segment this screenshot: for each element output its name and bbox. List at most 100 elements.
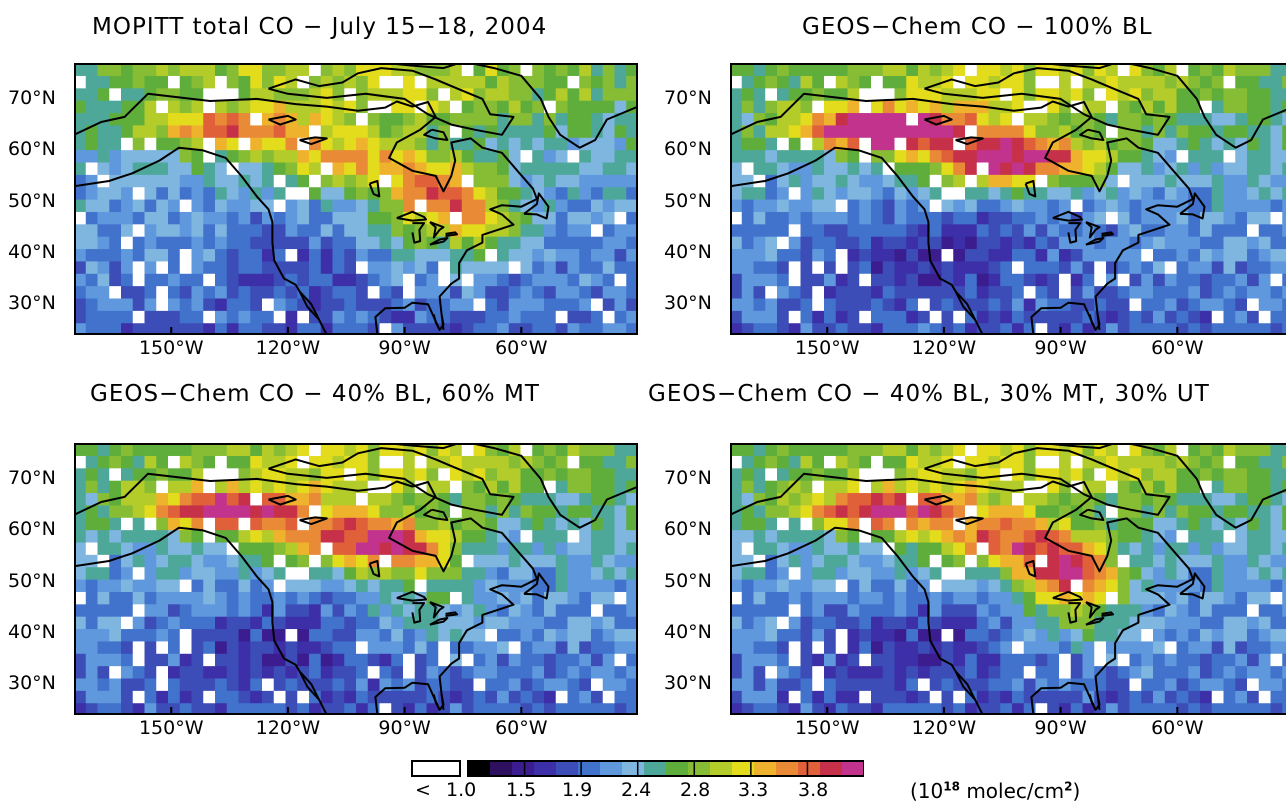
grid-cell bbox=[777, 443, 790, 456]
grid-cell bbox=[109, 541, 122, 555]
grid-cell bbox=[344, 566, 357, 580]
grid-cell bbox=[859, 63, 872, 76]
grid-cell bbox=[97, 541, 110, 555]
grid-cell bbox=[144, 75, 157, 89]
grid-cell bbox=[461, 260, 475, 274]
grid-cell bbox=[1282, 665, 1286, 679]
grid-cell bbox=[894, 504, 907, 518]
grid-cell bbox=[765, 149, 778, 163]
grid-cell bbox=[602, 628, 616, 642]
grid-cell bbox=[1247, 75, 1260, 89]
grid-cell bbox=[1070, 260, 1084, 274]
grid-cell bbox=[1047, 554, 1060, 568]
grid-cell bbox=[426, 322, 439, 335]
grid-cell bbox=[1129, 297, 1142, 311]
grid-cell bbox=[929, 517, 943, 531]
grid-cell bbox=[906, 87, 919, 101]
grid-cell bbox=[626, 285, 638, 299]
grid-cell bbox=[929, 199, 943, 212]
grid-cell bbox=[532, 603, 545, 617]
grid-cell bbox=[426, 579, 439, 592]
grid-cell bbox=[1258, 591, 1272, 605]
grid-cell bbox=[835, 149, 849, 163]
grid-cell bbox=[144, 310, 157, 324]
grid-cell bbox=[532, 124, 545, 138]
grid-cell bbox=[602, 541, 616, 555]
grid-cell bbox=[356, 455, 369, 469]
grid-cell bbox=[520, 161, 533, 175]
grid-cell bbox=[332, 223, 345, 237]
grid-cell bbox=[508, 640, 522, 654]
grid-cell bbox=[1094, 199, 1107, 212]
grid-cell bbox=[1176, 100, 1189, 114]
grid-cell bbox=[168, 273, 181, 287]
grid-cell bbox=[1164, 653, 1178, 667]
grid-cell bbox=[226, 443, 240, 456]
grid-cell bbox=[567, 480, 580, 494]
grid-cell bbox=[965, 161, 978, 175]
grid-cell bbox=[485, 529, 498, 543]
grid-cell bbox=[473, 199, 486, 212]
grid-cell bbox=[1223, 199, 1236, 212]
grid-cell bbox=[1188, 504, 1201, 518]
grid-cell bbox=[532, 100, 545, 114]
grid-cell bbox=[812, 467, 825, 481]
grid-cell bbox=[567, 467, 580, 481]
grid-cell bbox=[391, 640, 404, 654]
grid-cell bbox=[297, 63, 310, 76]
grid-cell bbox=[168, 137, 181, 151]
lat-label: 60°N bbox=[8, 138, 56, 161]
grid-cell bbox=[882, 517, 896, 531]
grid-cell bbox=[847, 124, 860, 138]
grid-cell bbox=[847, 297, 860, 311]
grid-cell bbox=[1282, 112, 1286, 126]
grid-cell bbox=[1235, 702, 1248, 715]
grid-cell bbox=[730, 285, 743, 299]
grid-cell bbox=[203, 467, 216, 481]
grid-cell bbox=[403, 260, 416, 274]
grid-cell bbox=[965, 87, 978, 101]
grid-cell bbox=[391, 628, 404, 642]
grid-cell bbox=[579, 100, 592, 114]
grid-cell bbox=[109, 149, 122, 163]
grid-cell bbox=[144, 186, 157, 200]
grid-cell bbox=[906, 480, 919, 494]
grid-cell bbox=[191, 63, 204, 76]
grid-cell bbox=[309, 211, 322, 225]
grid-cell bbox=[847, 455, 860, 469]
grid-cell bbox=[871, 161, 884, 175]
grid-cell bbox=[777, 677, 790, 691]
grid-cell bbox=[1059, 628, 1072, 642]
grid-cell bbox=[1188, 199, 1201, 212]
grid-cell bbox=[121, 665, 134, 679]
grid-cell bbox=[882, 124, 896, 138]
grid-cell bbox=[941, 591, 954, 605]
grid-cell bbox=[965, 628, 978, 642]
grid-cell bbox=[626, 492, 638, 506]
grid-cell bbox=[906, 665, 919, 679]
grid-cell bbox=[85, 677, 99, 691]
grid-cell bbox=[976, 702, 990, 715]
grid-cell bbox=[1164, 75, 1178, 89]
coastline bbox=[1085, 221, 1101, 239]
grid-cell bbox=[179, 603, 193, 617]
grid-cell bbox=[906, 297, 919, 311]
grid-cell bbox=[614, 297, 627, 311]
grid-cell bbox=[882, 616, 896, 630]
grid-cell bbox=[555, 529, 569, 543]
grid-cell bbox=[1223, 566, 1236, 580]
grid-cell bbox=[871, 702, 884, 715]
grid-cell bbox=[953, 480, 966, 494]
grid-cell bbox=[132, 640, 146, 654]
grid-cell bbox=[1223, 554, 1236, 568]
grid-cell bbox=[85, 310, 99, 324]
grid-cell bbox=[356, 236, 369, 250]
grid-cell bbox=[191, 199, 204, 212]
grid-cell bbox=[765, 579, 778, 592]
grid-cell bbox=[74, 310, 87, 324]
grid-cell bbox=[438, 541, 451, 555]
grid-cell bbox=[1235, 100, 1248, 114]
grid-cell bbox=[97, 455, 110, 469]
grid-cell bbox=[1223, 677, 1236, 691]
grid-cell bbox=[929, 310, 943, 324]
